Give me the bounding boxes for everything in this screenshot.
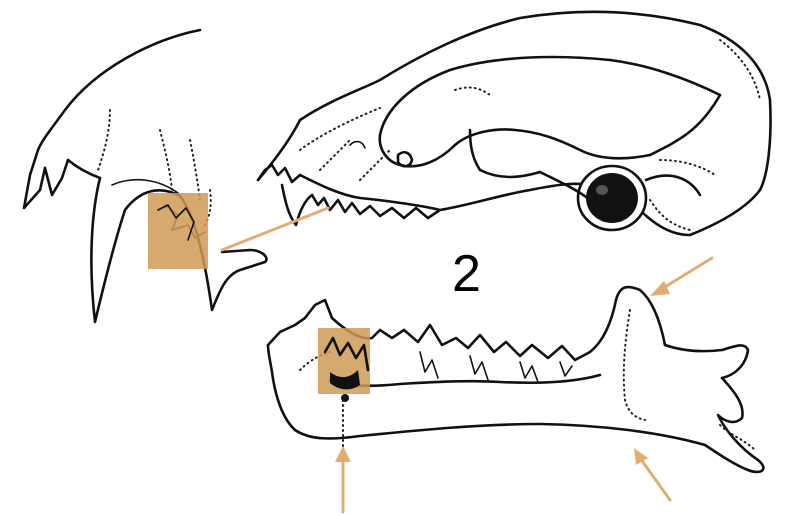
panel-number-label: 2 (452, 248, 481, 300)
highlight-box-canine (148, 193, 208, 269)
connector-line (222, 208, 328, 250)
pointer-arrow-coronoid (650, 258, 712, 296)
canine-closeup (24, 30, 267, 322)
pointer-arrow-angle (634, 448, 670, 500)
pointer-arrow-canine (335, 446, 351, 512)
mandible-drawing (268, 287, 763, 472)
cranium-drawing (258, 12, 771, 235)
